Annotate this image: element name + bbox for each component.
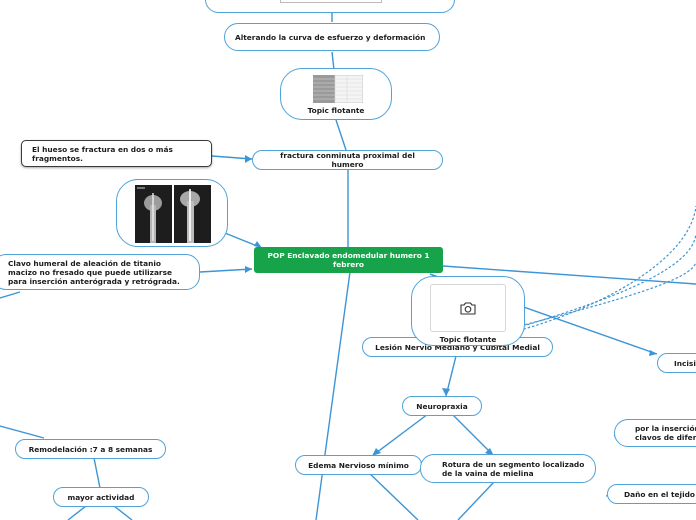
table-thumbnail-image	[313, 75, 363, 103]
node-remodelacion-label: Remodelación :7 a 8 semanas	[28, 444, 153, 454]
top-partial-image	[280, 0, 382, 3]
link-edema-down	[367, 471, 419, 520]
arrow-central-from-clavo	[245, 266, 252, 273]
node-clavo-label: Clavo humeral de aleación de titanio mac…	[8, 258, 180, 286]
node-central-topic-label: POP Enclavado endomedular humero 1 febre…	[267, 251, 430, 269]
node-central-topic[interactable]: POP Enclavado endomedular humero 1 febre…	[254, 247, 443, 273]
link-rotura-down	[457, 481, 495, 520]
node-mayor-actividad-label: mayor actividad	[67, 492, 135, 502]
arrow-edema	[372, 448, 381, 456]
node-rotura-label: Rotura de un segmento localizado de la v…	[442, 459, 585, 478]
arrow-central-from-image	[254, 241, 262, 248]
dashed-link-1	[505, 205, 696, 335]
arrow-lesion	[649, 350, 657, 356]
link-topic1-fractura	[335, 119, 347, 151]
node-fractura-descripcion[interactable]: El hueso se fractura en dos o más fragme…	[21, 140, 212, 167]
node-topic-flotante-2[interactable]: Topic flotante	[411, 276, 525, 346]
dashed-link-3	[511, 261, 696, 329]
node-topic-flotante-2-label: Topic flotante	[439, 335, 497, 344]
node-edema-label: Edema Nervioso mínimo	[308, 460, 409, 470]
node-alterando-label: Alterando la curva de esfuerzo y deforma…	[235, 32, 426, 42]
link-central-down	[315, 271, 351, 520]
node-fractura-label: fractura conminuta proximal del humero	[280, 151, 415, 169]
arrow-neuro	[442, 388, 450, 396]
link-alterando-topic1	[331, 51, 335, 71]
node-mayor-actividad[interactable]: mayor actividad	[53, 487, 149, 507]
link-remodel-mayor	[93, 457, 101, 489]
node-alterando[interactable]: Alterando la curva de esfuerzo y deforma…	[224, 23, 440, 51]
xray-image	[135, 185, 211, 243]
node-neuropraxia[interactable]: Neuropraxia	[402, 396, 482, 416]
node-rotura[interactable]: Rotura de un segmento localizado de la v…	[420, 454, 596, 483]
arrow-fractura	[245, 155, 252, 163]
node-xray-image[interactable]	[116, 179, 228, 247]
node-lesion-label: Lesión Nervio Mediano y Cubital Medial	[375, 342, 540, 352]
node-neuropraxia-label: Neuropraxia	[416, 401, 468, 411]
node-edema[interactable]: Edema Nervioso mínimo	[295, 455, 422, 475]
node-dano-label: Daño en el tejido b	[624, 489, 696, 499]
node-topic-flotante-1-label: Topic flotante	[307, 106, 365, 115]
node-remodelacion[interactable]: Remodelación :7 a 8 semanas	[15, 439, 166, 459]
node-fractura-descripcion-label: El hueso se fractura en dos o más fragme…	[32, 144, 173, 163]
link-central-right	[442, 265, 696, 285]
image-placeholder[interactable]	[430, 284, 506, 332]
link-remodel-left	[0, 425, 45, 439]
node-incision-label: Incisi	[674, 358, 696, 368]
node-topic-flotante-1[interactable]: Topic flotante	[280, 68, 392, 120]
top-partial-node[interactable]	[205, 0, 455, 13]
link-neuro-edema	[371, 413, 429, 457]
dashed-link-2	[509, 233, 696, 331]
link-neuro-rotura	[451, 413, 495, 457]
node-insercion[interactable]: por la inserción clavos de difere	[614, 419, 696, 447]
link-clavo-central	[199, 268, 253, 273]
link-clavo-left	[0, 291, 21, 299]
node-fractura[interactable]: fractura conminuta proximal del humero	[252, 150, 443, 170]
node-incision[interactable]: Incisi	[657, 353, 696, 373]
link-mayor-left	[67, 505, 87, 520]
node-dano[interactable]: Daño en el tejido b	[607, 484, 696, 504]
camera-icon	[460, 301, 476, 315]
node-insercion-label: por la inserción clavos de difere	[635, 424, 696, 442]
link-mayor-right	[113, 505, 133, 520]
node-clavo[interactable]: Clavo humeral de aleación de titanio mac…	[0, 254, 200, 290]
